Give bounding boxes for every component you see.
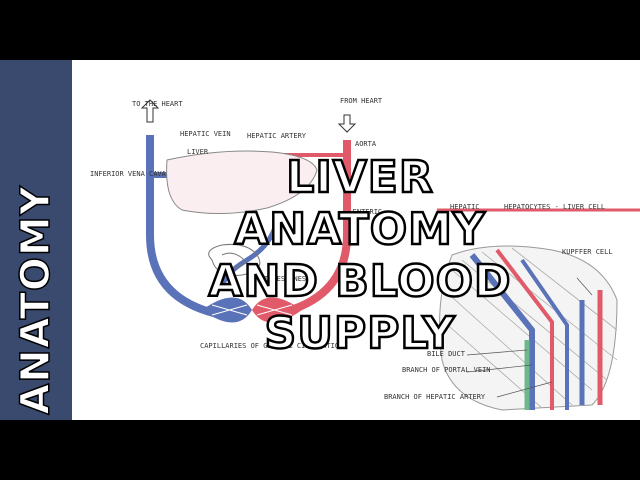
- diagram-canvas: TO THE HEART FROM HEART HEPATIC VEIN HEP…: [72, 60, 640, 420]
- label-bile-duct: BILE DUCT: [427, 350, 465, 358]
- capillary-bed-arterial: [252, 297, 302, 323]
- label-hepatocytes: HEPATOCYTES - LIVER CELL: [504, 203, 606, 211]
- label-liver: LIVER: [187, 148, 209, 156]
- intestines-coil: [221, 252, 245, 269]
- label-kupffer-cell: KUPFFER CELL: [562, 248, 613, 256]
- label-inferior-vena-cava: INFERIOR VENA CAVA: [90, 170, 166, 178]
- label-branch-hepatic-artery: BRANCH OF HEPATIC ARTERY: [384, 393, 486, 401]
- label-hepatic-artery: HEPATIC ARTERY: [247, 132, 307, 140]
- portal-branch-vessel: [469, 253, 535, 410]
- label-aorta: AORTA: [355, 140, 377, 148]
- capillary-bed-venous: [202, 297, 252, 323]
- label-hepatic-vein: HEPATIC VEIN: [180, 130, 231, 138]
- label-branch-portal-vein: BRANCH OF PORTAL VEIN: [402, 366, 491, 374]
- liver-shape: [166, 150, 318, 215]
- side-banner: ANATOMY: [0, 60, 72, 420]
- side-banner-label: ANATOMY: [12, 185, 60, 416]
- top-letterbox: [0, 0, 640, 60]
- label-leaders: [466, 277, 593, 398]
- title-line-1: LIVER ANATOMY: [233, 151, 486, 257]
- portal-vein-vessel: [219, 219, 280, 291]
- capillary-mesh: [211, 304, 293, 316]
- intestines-shape: [208, 244, 261, 276]
- label-intestines: INTESTINES: [264, 275, 307, 283]
- arrow-to-heart: [140, 99, 160, 123]
- label-hepatic-right: HEPATIC: [450, 203, 480, 211]
- hepatic-artery-branch-vessel: [495, 248, 554, 410]
- bottom-letterbox: [0, 420, 640, 480]
- arrow-from-heart: [337, 114, 357, 133]
- circulation-diagram: [140, 99, 640, 411]
- label-to-the-heart: TO THE HEART: [132, 100, 183, 108]
- label-capillaries: CAPILLARIES OF GENERAL CIRCULATION: [200, 342, 344, 350]
- label-from-heart: FROM HEART: [340, 97, 383, 105]
- central-vein-vessel: [520, 258, 569, 410]
- video-title: LIVER ANATOMY AND BLOOD SUPPLY: [160, 151, 560, 361]
- label-mesenteric: ...ENTERIC: [340, 208, 383, 216]
- title-line-2: AND BLOOD SUPPLY: [207, 255, 512, 361]
